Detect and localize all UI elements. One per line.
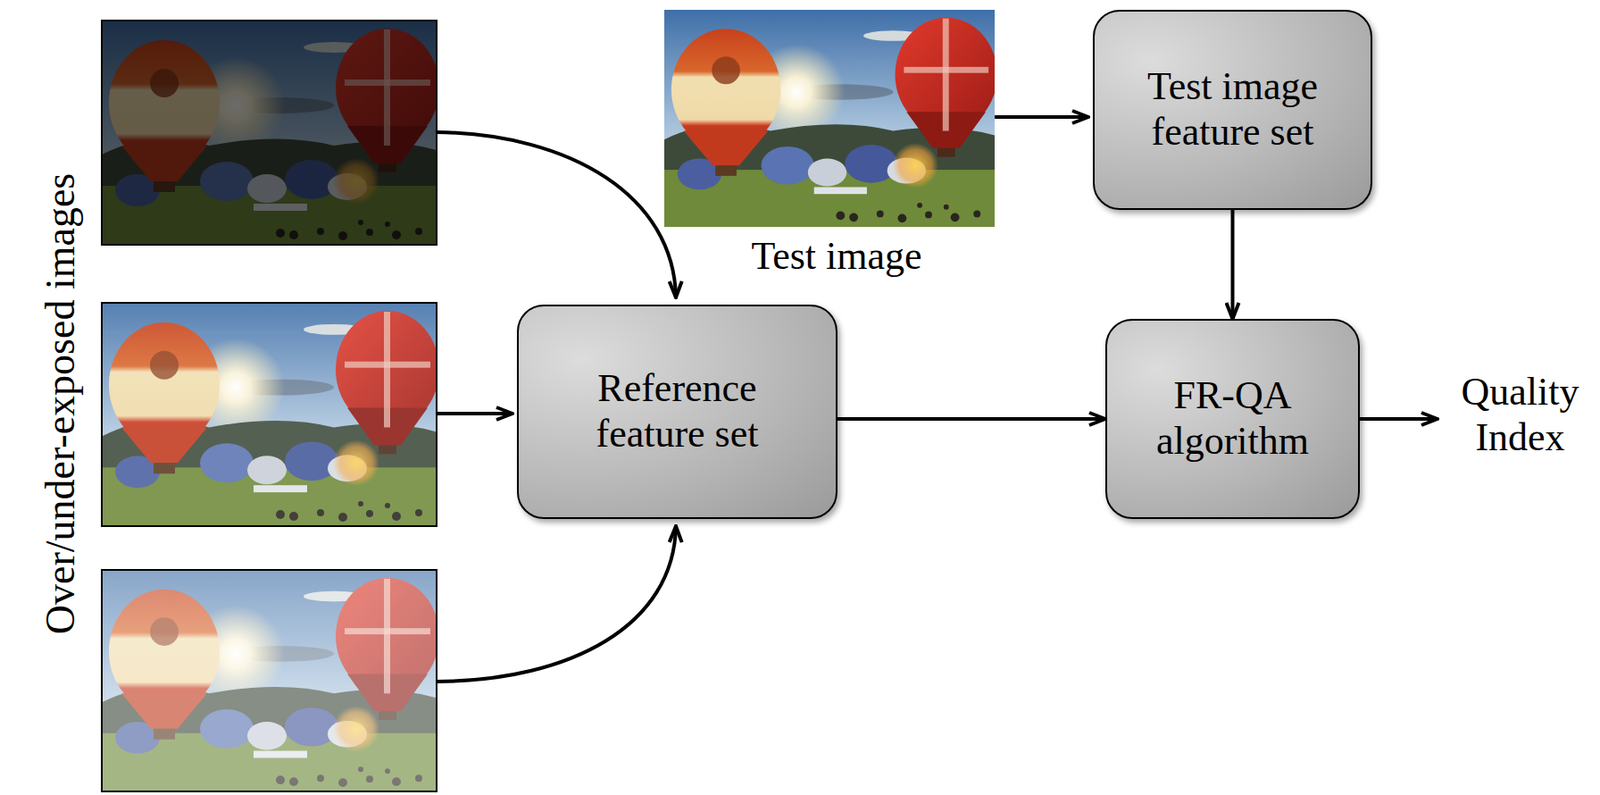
side-label: Over/under-exposed images — [37, 91, 85, 717]
feature-arrow — [994, 115, 1089, 119]
merge-arrow — [436, 525, 676, 682]
flow-arrow — [1231, 209, 1235, 319]
merge-arrow — [436, 132, 676, 298]
process-box: FR-QA algorithm — [1105, 318, 1360, 519]
box-label: Test image feature set — [1116, 64, 1350, 155]
merge-arrow — [436, 411, 513, 416]
process-box: Reference feature set — [516, 304, 838, 519]
box-label: FR-QA algorithm — [1128, 373, 1337, 464]
overexposed-photo — [101, 569, 440, 792]
box-label: Reference feature set — [540, 366, 815, 457]
mid-exposed-photo — [101, 302, 440, 526]
flow-arrow — [837, 416, 1106, 421]
test-photo — [664, 9, 998, 227]
output-arrow — [1359, 416, 1438, 421]
output-label: Quality Index — [1446, 369, 1594, 460]
image-caption: Test image — [702, 233, 971, 280]
process-box: Test image feature set — [1092, 9, 1373, 210]
underexposed-photo — [101, 20, 440, 245]
